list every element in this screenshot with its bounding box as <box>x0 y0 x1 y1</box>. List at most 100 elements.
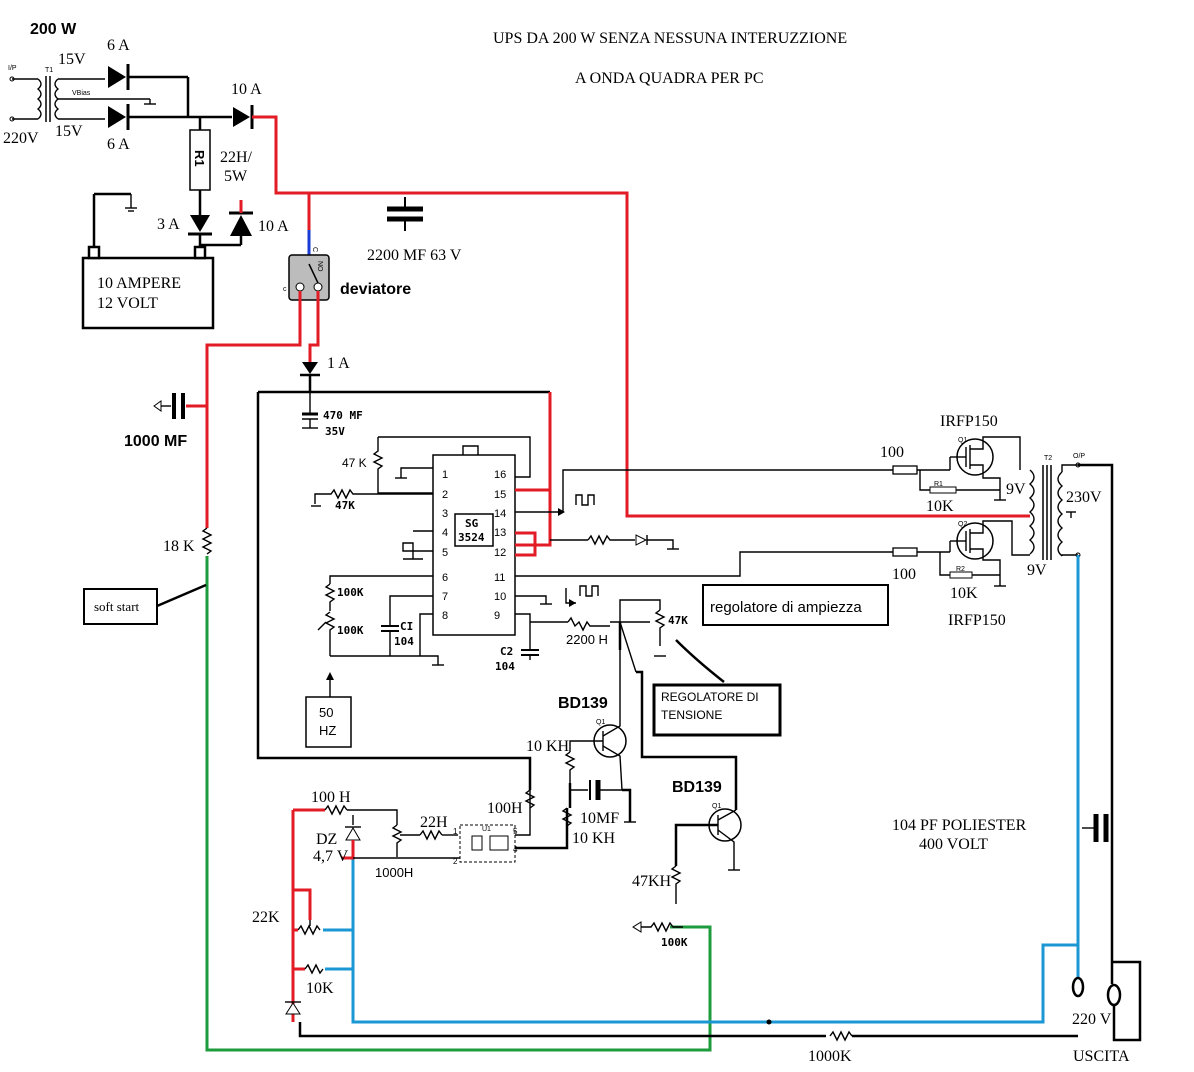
t1-tap: VBias <box>72 90 91 97</box>
battery-line-1: 10 AMPERE <box>97 275 181 292</box>
gate-res-bottom-label: 100 <box>892 566 916 583</box>
out-cap-l2: 400 VOLT <box>919 836 988 853</box>
ic-name-l2: 3524 <box>458 531 485 544</box>
freq-box <box>305 696 352 748</box>
q2-label: Q2 <box>958 521 967 528</box>
title-line-1: UPS DA 200 W SENZA NESSUNA INTERUZZIONE <box>493 30 847 47</box>
soft-start-label: soft start <box>94 599 140 614</box>
c2-value: 104 <box>495 660 515 673</box>
bd139-top-label: BD139 <box>558 695 608 712</box>
resistor-18k <box>201 527 213 555</box>
resistor-10k <box>304 963 324 975</box>
diode-bottom-label: 6 A <box>107 136 130 153</box>
resistor-1000k <box>829 1030 853 1042</box>
pot-1000h <box>391 824 403 857</box>
secondary-bottom-label: 15V <box>55 123 83 140</box>
pot-47k <box>654 609 666 646</box>
battery <box>81 256 215 330</box>
pulldown-top-label: 10K <box>926 498 954 515</box>
output-terminal-right[interactable] <box>1106 983 1122 1007</box>
r1-value-line1: 22H/ <box>220 149 253 166</box>
tensione-box <box>652 683 782 737</box>
r-47k-top-label: 47 K <box>342 456 367 470</box>
ic-pin-left-5: 5 <box>442 547 448 559</box>
output-terminal-left[interactable] <box>1071 976 1085 998</box>
battery-diode-label: 10 A <box>258 218 289 235</box>
ic-pin-left-7: 7 <box>442 591 448 603</box>
ic-pin-right-14: 14 <box>494 508 506 520</box>
pointer-tensione <box>675 639 725 683</box>
soft-start-box <box>83 588 158 625</box>
ic-name-l1: SG <box>465 517 479 530</box>
freq-l1: 50 <box>319 705 333 720</box>
r1-label: R1 <box>192 150 207 167</box>
switch-label: deviatore <box>340 281 411 298</box>
resistor-100h <box>524 789 536 809</box>
dz-value: 4,7 V <box>313 848 349 865</box>
sec-bottom-label: 9V <box>1027 562 1047 579</box>
mosfet-top-label: IRFP150 <box>940 413 998 430</box>
r1-mos-label: R1 <box>934 481 943 488</box>
sec-top-label: 9V <box>1006 481 1026 498</box>
ci-value: 104 <box>394 635 414 648</box>
resistor-47k-top <box>372 437 433 494</box>
opto-label: U1 <box>482 826 491 833</box>
cap-470-value: 470 MF <box>323 409 363 422</box>
out-label: USCITA <box>1073 1048 1130 1065</box>
resistor-22h <box>419 829 443 841</box>
c-10mf-label: 10MF <box>580 810 619 827</box>
pulldown-bottom-label: 10K <box>950 585 978 602</box>
switch-pin-nc: c <box>283 286 287 293</box>
diode-feedback <box>285 1001 301 1015</box>
svg-text:4: 4 <box>513 845 518 854</box>
t1-input-pin: I/P <box>8 65 17 72</box>
resistor-47kh <box>670 865 682 904</box>
primary-label: 220V <box>3 130 39 147</box>
dz-label: DZ <box>316 831 337 848</box>
ic-pin-left-8: 8 <box>442 610 448 622</box>
tensione-l2: TENSIONE <box>661 708 722 722</box>
r-10kh-b-label: 10 KH <box>572 830 616 847</box>
resistor-100k-a <box>324 583 336 611</box>
ic-pin-right-11: 11 <box>494 572 505 584</box>
mosfet-bottom-label: IRFP150 <box>948 612 1006 629</box>
output-transformer: T2 O/P <box>1028 453 1085 560</box>
ic-pin-left-1: 1 <box>442 469 448 481</box>
resistor-47k-left <box>314 488 433 504</box>
r1-value-line2: 5W <box>224 168 248 185</box>
ic-pin-left-4: 4 <box>442 527 448 539</box>
out-voltage-label: 230V <box>1066 489 1102 506</box>
resistor-2200h <box>567 616 610 632</box>
svg-text:1: 1 <box>453 827 458 836</box>
bd139-bottom-label: BD139 <box>672 779 722 796</box>
r-100k-a-label: 100K <box>337 586 364 599</box>
gate-res-top-label: 100 <box>880 444 904 461</box>
switch-pin-common: C <box>311 247 318 252</box>
tensione-l1: REGOLATORE DI <box>661 690 759 704</box>
power-label: 200 W <box>30 21 77 38</box>
pot-100k <box>641 921 683 933</box>
ic-pin-left-3: 3 <box>442 508 448 520</box>
ampiezza-label: regolatore di ampiezza <box>710 599 862 616</box>
out-cap-l1: 104 PF POLIESTER <box>892 817 1027 834</box>
charge-diode-label: 3 A <box>157 216 180 233</box>
secondary-top-label: 15V <box>58 51 86 68</box>
ic-pin-right-9: 9 <box>494 610 500 622</box>
ic-pin-right-13: 13 <box>494 527 506 539</box>
t2-label: T2 <box>1044 455 1052 462</box>
r-47kh-label: 47KH <box>632 873 672 890</box>
battery-line-2: 12 VOLT <box>97 295 158 312</box>
resistor-10kh-b <box>561 807 573 827</box>
diode-out-label: 10 A <box>231 81 262 98</box>
r-10k-label: 10K <box>306 980 334 997</box>
ic-pin-right-12: 12 <box>494 547 506 559</box>
soft-res-label: 18 K <box>163 538 195 555</box>
q-top-label: Q1 <box>596 719 605 726</box>
resistor-10kh-a <box>564 751 576 785</box>
t1-ref: T1 <box>45 67 53 74</box>
svg-text:5: 5 <box>513 827 518 836</box>
cap-470-voltage: 35V <box>325 425 345 438</box>
q-bottom-label: Q1 <box>712 803 721 810</box>
diode-6a-top <box>108 64 130 90</box>
